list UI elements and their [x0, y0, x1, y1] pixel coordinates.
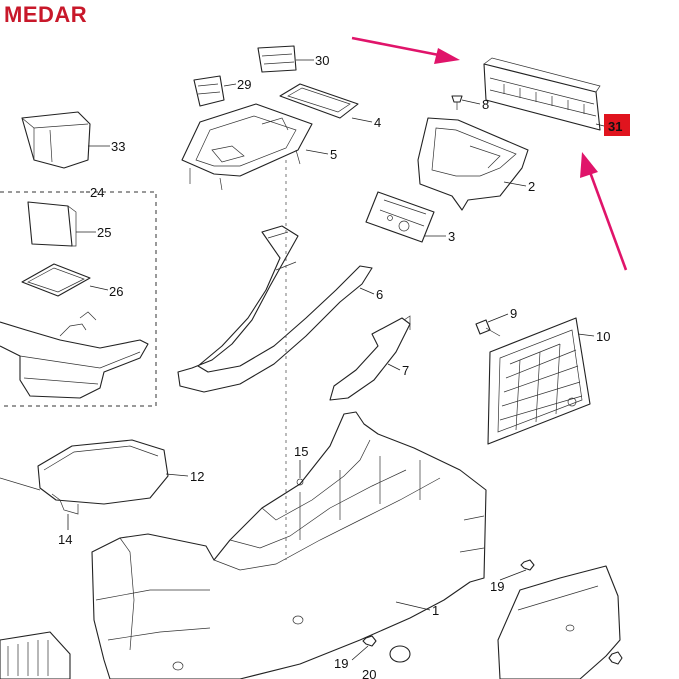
part-19-nut-lower: [362, 635, 377, 647]
part-3-control-module: [365, 191, 435, 243]
label-3: 3: [448, 229, 455, 244]
part-7-trim-piece: [329, 315, 411, 401]
part-25-mat-pad: [27, 201, 77, 247]
label-19-upper: 19: [490, 579, 504, 594]
part-5-shifter-bezel: [181, 103, 313, 191]
part-30-switch: [257, 45, 297, 73]
label-2: 2: [528, 179, 535, 194]
part-29-switch: [193, 75, 225, 107]
part-side-cover-lower-right: [497, 565, 623, 679]
label-31-highlight-box: [604, 114, 630, 136]
label-6: 6: [376, 287, 383, 302]
part-6-side-trim: [177, 225, 373, 393]
label-26: 26: [109, 284, 123, 299]
label-20: 20: [362, 667, 376, 679]
part-19-nut-upper: [520, 559, 535, 571]
label-8: 8: [482, 97, 489, 112]
part-26-tray-liner: [21, 263, 91, 297]
part-rear-vent: [0, 631, 71, 679]
label-7: 7: [402, 363, 409, 378]
label-1: 1: [432, 603, 439, 618]
label-4: 4: [374, 115, 381, 130]
part-4-cover-plate: [279, 83, 359, 119]
part-10-side-panel: [487, 317, 591, 445]
highlight-arrow-bottom: [580, 152, 628, 271]
part-31-control-panel: [483, 57, 601, 131]
part-1-main-console: [91, 411, 487, 679]
label-24: 24: [90, 185, 104, 200]
label-14: 14: [58, 532, 72, 547]
label-29: 29: [237, 77, 251, 92]
label-31: 31: [608, 119, 622, 134]
kit-dashed-box: [0, 191, 157, 407]
brand-logo: MEDAR: [4, 2, 88, 27]
highlight-arrow-top: [351, 36, 460, 64]
part-33-storage-bin: [21, 111, 91, 169]
label-12: 12: [190, 469, 204, 484]
part-2-bracket: [417, 117, 529, 211]
part-20-cap: [389, 645, 411, 663]
label-5: 5: [330, 147, 337, 162]
part-8-clip: [451, 95, 463, 110]
label-19-lower: 19: [334, 656, 348, 671]
label-30: 30: [315, 53, 329, 68]
part-12-armrest-lid: [0, 439, 169, 515]
label-25: 25: [97, 225, 111, 240]
part-9-screw: [475, 319, 501, 337]
label-33: 33: [111, 139, 125, 154]
label-9: 9: [510, 306, 517, 321]
label-15: 15: [294, 444, 308, 459]
label-10: 10: [596, 329, 610, 344]
kit-tray-assembly: [0, 311, 149, 399]
